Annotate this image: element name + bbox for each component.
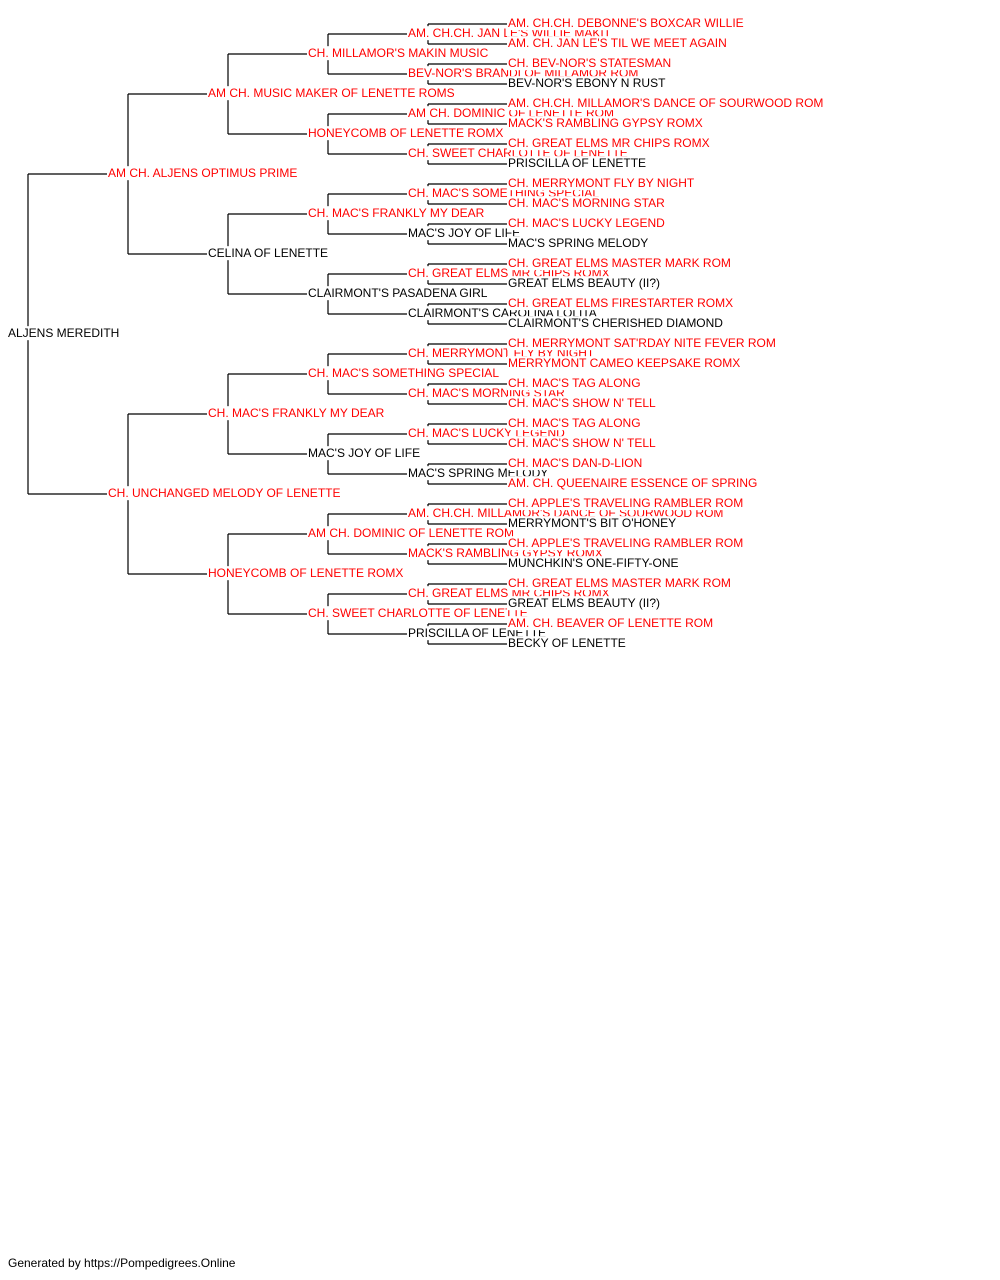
ancestor-root-sire: AM CH. ALJENS OPTIMUS PRIME	[108, 166, 297, 180]
ancestor-root-sire-dam-dam-sire-dam: GREAT ELMS BEAUTY (II?)	[508, 276, 660, 290]
ancestor-root-sire-sire-dam: HONEYCOMB OF LENETTE ROMX	[308, 126, 503, 140]
ancestor-root-dam-dam-sire-sire-sire: CH. APPLE'S TRAVELING RAMBLER ROM	[508, 496, 743, 510]
ancestor-root-sire-dam-dam-dam-sire-bg	[507, 296, 735, 311]
ancestor-root-sire-dam-sire-dam-dam: MAC'S SPRING MELODY	[508, 236, 648, 250]
ancestor-root-sire-sire-sire-dam-dam: BEV-NOR'S EBONY N RUST	[508, 76, 666, 90]
ancestor-root-sire-dam-bg	[207, 246, 330, 261]
ancestor-root-dam-sire-sire-sire-dam-bg	[507, 356, 742, 371]
ancestor-root-sire-bg	[107, 166, 299, 181]
ancestor-root-sire-dam-sire-dam-sire-bg	[507, 216, 667, 231]
ancestor-root-dam-dam-dam-dam-sire: AM. CH. BEAVER OF LENETTE ROM	[508, 616, 713, 630]
ancestor-root-dam-dam-dam-dam-dam: BECKY OF LENETTE	[508, 636, 626, 650]
ancestor-root-sire-dam-dam: CLAIRMONT'S PASADENA GIRL	[308, 286, 488, 300]
ancestor-root-dam-dam-sire-dam-dam: MUNCHKIN'S ONE-FIFTY-ONE	[508, 556, 679, 570]
ancestor-root-sire-dam-dam-bg	[307, 286, 489, 301]
ancestor-root-dam-sire-sire-sire-sire-bg	[507, 336, 777, 351]
ancestor-root-sire-dam-sire-bg	[307, 206, 486, 221]
ancestor-root-dam-dam-bg	[207, 566, 405, 581]
ancestor-root-sire-dam-dam-dam-dam: CLAIRMONT'S CHERISHED DIAMOND	[508, 316, 723, 330]
ancestor-root-sire-sire-dam-bg	[307, 126, 505, 141]
ancestor-root-sire-sire-sire: CH. MILLAMOR'S MAKIN MUSIC	[308, 46, 489, 60]
ancestor-root-dam: CH. UNCHANGED MELODY OF LENETTE	[108, 486, 340, 500]
ancestor-root-sire-dam-dam-sire-dam-bg	[507, 276, 662, 291]
ancestor-root-sire-dam-sire-dam: MAC'S JOY OF LIFE	[408, 226, 520, 240]
ancestor-root-dam-sire-bg	[207, 406, 386, 421]
ancestor-root-sire-sire-sire-sire-dam: AM. CH. JAN LE'S TIL WE MEET AGAIN	[508, 36, 727, 50]
ancestor-root-dam-sire-dam-sire-sire: CH. MAC'S TAG ALONG	[508, 416, 641, 430]
ancestor-root-sire-dam-sire-sire-sire-bg	[507, 176, 696, 191]
ancestor-root-dam-dam-dam-dam-sire-bg	[507, 616, 715, 631]
ancestor-root-sire-sire-sire-bg	[307, 46, 490, 61]
ancestor-root-sire-sire-sire-sire-sire-bg	[507, 16, 745, 31]
ancestor-root-sire-dam-sire-sire-sire: CH. MERRYMONT FLY BY NIGHT	[508, 176, 695, 190]
ancestor-root-dam-sire-dam-sire-dam: CH. MAC'S SHOW N' TELL	[508, 436, 656, 450]
ancestor-root-sire-dam: CELINA OF LENETTE	[208, 246, 328, 260]
ancestor-root-dam-dam-dam-sire-dam-bg	[507, 596, 662, 611]
ancestor-root-dam-sire-sire-dam-dam: CH. MAC'S SHOW N' TELL	[508, 396, 656, 410]
ancestor-root-sire-sire-sire-sire-dam-bg	[507, 36, 728, 51]
ancestor-root-dam-sire-dam-sire-dam-bg	[507, 436, 658, 451]
ancestor-root-dam-sire-sire: CH. MAC'S SOMETHING SPECIAL	[308, 366, 499, 380]
ancestor-root-sire-sire-dam-sire-sire-bg	[507, 96, 825, 111]
ancestor-root-dam-dam-sire-dam-sire: CH. APPLE'S TRAVELING RAMBLER ROM	[508, 536, 743, 550]
ancestor-root-dam-dam-sire-dam-sire-bg	[507, 536, 745, 551]
ancestor-root-dam-dam-sire: AM CH. DOMINIC OF LENETTE ROM	[308, 526, 514, 540]
ancestor-root-dam-sire-dam: MAC'S JOY OF LIFE	[308, 446, 420, 460]
ancestor-root-dam-sire-dam-dam-dam-bg	[507, 476, 759, 491]
ancestor-root-dam-dam-dam-sire-sire-bg	[507, 576, 732, 591]
ancestor-root-sire-sire-dam-sire-dam: MACK'S RAMBLING GYPSY ROMX	[508, 116, 703, 130]
ancestor-root-sire-dam-sire-dam-dam-bg	[507, 236, 650, 251]
ancestor-root-sire-dam-dam-sire-sire: CH. GREAT ELMS MASTER MARK ROM	[508, 256, 731, 270]
ancestor-root-dam-sire-dam-dam-dam: AM. CH. QUEENAIRE ESSENCE OF SPRING	[508, 476, 757, 490]
ancestor-root-dam-dam-sire-sire-sire-bg	[507, 496, 745, 511]
ancestor-root-dam-dam: HONEYCOMB OF LENETTE ROMX	[208, 566, 403, 580]
ancestor-root-dam-dam-sire-bg	[307, 526, 516, 541]
ancestor-root-sire-dam-dam-sire-sire-bg	[507, 256, 732, 271]
ancestor-root-dam-dam-dam-dam-dam-bg	[507, 636, 627, 651]
ancestor-root-dam-dam-sire-sire-dam-bg	[507, 516, 678, 531]
ancestor-root-dam-dam-sire-dam-dam-bg	[507, 556, 680, 571]
footer-credit: Generated by https://Pompedigrees.Online	[8, 1256, 236, 1270]
ancestor-root-sire-dam-sire-sire-dam-bg	[507, 196, 667, 211]
ancestor-root-sire-sire-bg	[207, 86, 456, 101]
ancestor-root-sire-sire-dam-dam-dam-bg	[507, 156, 648, 171]
ancestor-root-sire-sire-sire-sire-sire: AM. CH.CH. DEBONNE'S BOXCAR WILLIE	[508, 16, 744, 30]
ancestor-root-sire-sire-dam-dam-sire-bg	[507, 136, 711, 151]
ancestor-root-sire-dam-sire-dam-bg	[407, 226, 522, 241]
ancestor-root-dam-sire-sire-dam-sire: CH. MAC'S TAG ALONG	[508, 376, 641, 390]
ancestor-root-dam-bg	[107, 486, 342, 501]
ancestor-root-dam-sire-sire-sire-dam: MERRYMONT CAMEO KEEPSAKE ROMX	[508, 356, 740, 370]
ancestor-root-sire-dam-dam-dam-dam-bg	[507, 316, 725, 331]
ancestor-root-sire-dam-sire: CH. MAC'S FRANKLY MY DEAR	[308, 206, 485, 220]
ancestor-root-dam-sire-dam-bg	[307, 446, 422, 461]
ancestor-root-dam-dam-dam-bg	[307, 606, 529, 621]
ancestor-root-sire-sire-sire-dam-sire-bg	[507, 56, 673, 71]
ancestor-root-dam-dam-dam-sire-sire: CH. GREAT ELMS MASTER MARK ROM	[508, 576, 731, 590]
ancestor-root-sire-dam-sire-dam-sire: CH. MAC'S LUCKY LEGEND	[508, 216, 665, 230]
ancestor-root-sire-dam-sire-sire-dam: CH. MAC'S MORNING STAR	[508, 196, 665, 210]
ancestor-root-dam-sire: CH. MAC'S FRANKLY MY DEAR	[208, 406, 385, 420]
ancestor-root-dam-dam-dam-sire-dam: GREAT ELMS BEAUTY (II?)	[508, 596, 660, 610]
ancestor-root-sire-sire-sire-dam-dam-bg	[507, 76, 668, 91]
ancestor-root-dam-sire-dam-sire-sire-bg	[507, 416, 642, 431]
ancestor-root-dam-dam-dam: CH. SWEET CHARLOTTE OF LENETTE	[308, 606, 528, 620]
ancestor-root-dam-sire-sire-dam-dam-bg	[507, 396, 658, 411]
ancestor-root-sire-sire: AM CH. MUSIC MAKER OF LENETTE ROMS	[208, 86, 455, 100]
ancestor-root-sire-sire-dam-dam-sire: CH. GREAT ELMS MR CHIPS ROMX	[508, 136, 710, 150]
ancestor-root-sire-dam-dam-dam-sire: CH. GREAT ELMS FIRESTARTER ROMX	[508, 296, 733, 310]
subject-dog-name-bg	[7, 326, 121, 341]
subject-dog-name: ALJENS MEREDITH	[8, 326, 119, 340]
ancestor-root-dam-sire-dam-dam-sire: CH. MAC'S DAN-D-LION	[508, 456, 642, 470]
ancestor-root-sire-sire-dam-dam-dam: PRISCILLA OF LENETTE	[508, 156, 646, 170]
ancestor-root-dam-sire-sire-sire-sire: CH. MERRYMONT SAT'RDAY NITE FEVER ROM	[508, 336, 776, 350]
ancestor-root-sire-sire-dam-sire-dam-bg	[507, 116, 704, 131]
ancestor-root-sire-sire-sire-dam-sire: CH. BEV-NOR'S STATESMAN	[508, 56, 671, 70]
ancestor-root-dam-sire-sire-bg	[307, 366, 501, 381]
ancestor-root-dam-sire-dam-dam-sire-bg	[507, 456, 644, 471]
ancestor-root-dam-dam-sire-sire-dam: MERRYMONT'S BIT O'HONEY	[508, 516, 676, 530]
ancestor-root-sire-sire-dam-sire-sire: AM. CH.CH. MILLAMOR'S DANCE OF SOURWOOD …	[508, 96, 823, 110]
ancestor-root-dam-sire-sire-dam-sire-bg	[507, 376, 642, 391]
